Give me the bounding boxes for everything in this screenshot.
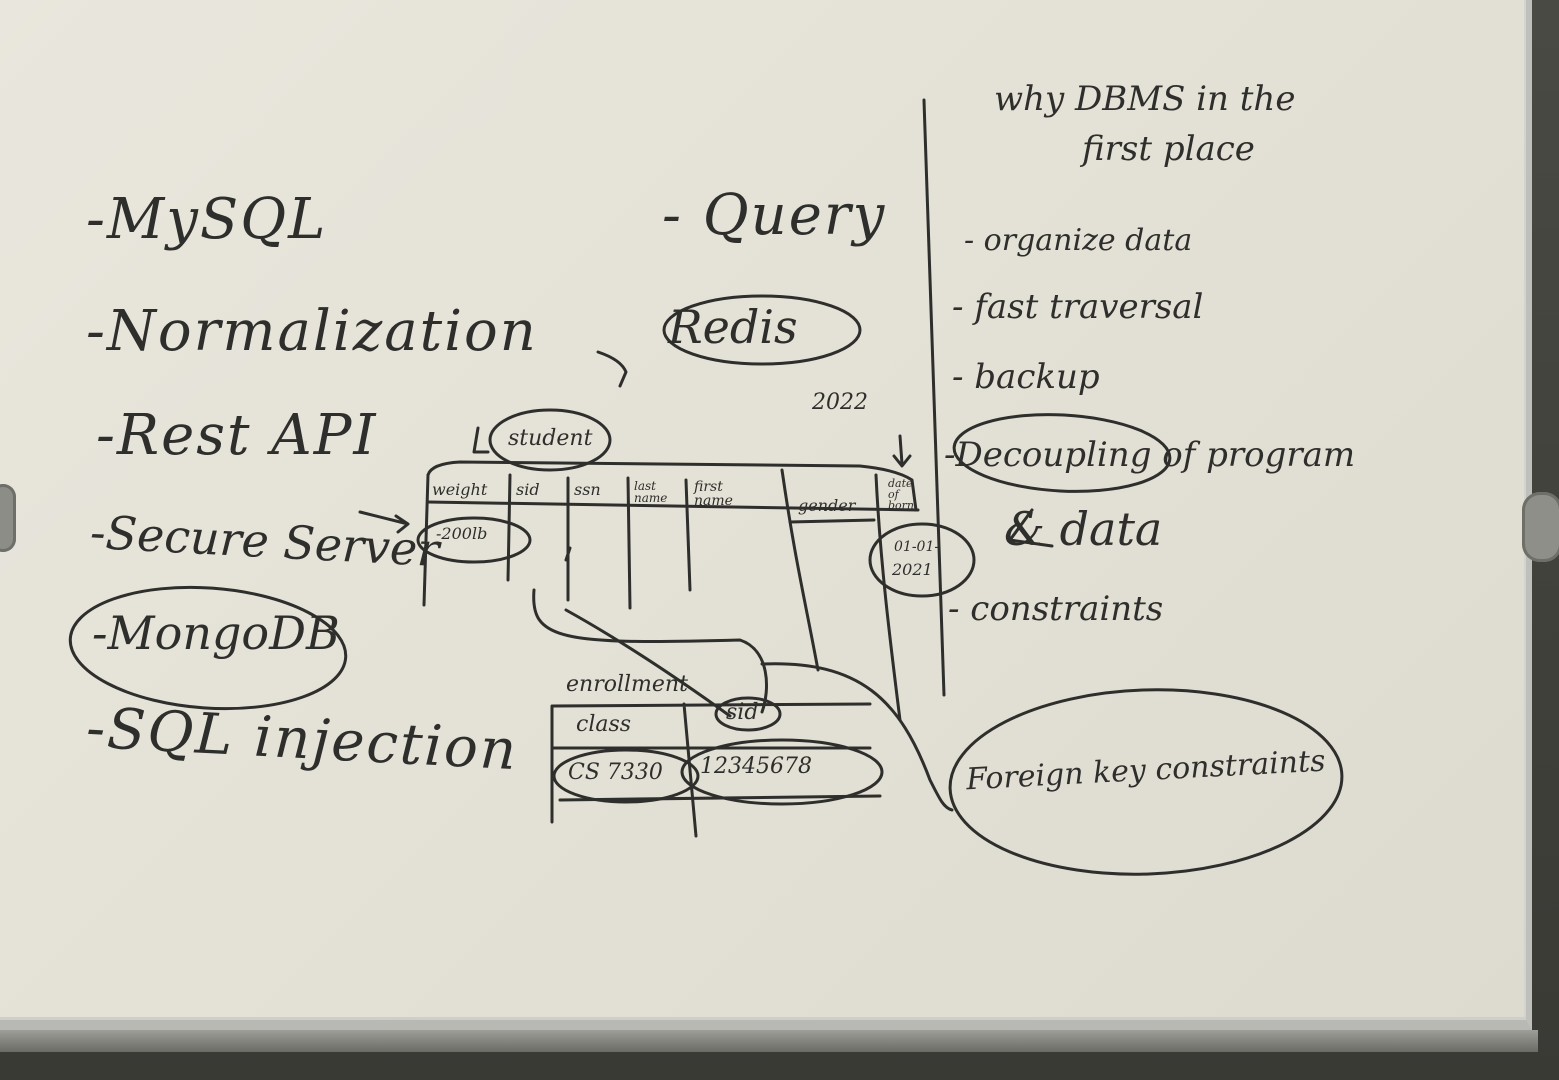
dob-value-circle [868,522,976,598]
enroll-value-class: CS 7330 [568,760,663,785]
topic-mongodb: -MongoDB [92,606,340,660]
arrow-data [1008,508,1054,548]
student-table-title: student [508,426,593,451]
topic-mysql: -MySQL [86,187,328,252]
redis-circle [662,294,862,366]
board-clip-left [0,484,16,552]
reason-data: & data [1004,502,1163,556]
reason-backup: - backup [952,357,1100,397]
col-sid: sid [516,480,540,499]
col-first-name: first name [694,479,733,509]
weight-value: -200lb [436,524,488,543]
topic-normalization: -Normalization [86,299,538,364]
arrow-normalization [596,350,628,388]
col-ssn: ssn [574,480,601,499]
heading-line2: first place [1082,129,1255,169]
whiteboard [0,0,1532,1030]
arrow-dob [892,434,912,468]
enrollment-table-outline [550,702,872,838]
sid-value-circle [680,738,884,806]
topic-rest-api: -Rest API [96,403,378,468]
arrow-student [472,426,490,454]
enroll-col-sid: sid [726,700,759,725]
reason-fast-traversal: - fast traversal [952,287,1204,327]
heading-line1: why DBMS in the [994,79,1296,119]
year-label: 2022 [812,390,868,415]
cs7330-circle [552,748,700,804]
student-label-circle [488,408,612,472]
enroll-value-sid: 12345678 [700,754,812,779]
arrow-sid-link [532,588,768,714]
col-weight: weight [432,480,488,499]
col-last-name: last name [634,479,668,505]
foreign-key-circle [948,688,1344,876]
col-date-of-born: date of born [888,477,915,512]
decoupling-circle [952,413,1172,493]
arrow-secure-server [358,510,410,534]
enrollment-table-title: enrollment [566,672,688,697]
reason-constraints: - constraints [948,589,1164,629]
reason-organize-data: - organize data [964,223,1193,258]
redis-label: Redis [668,300,798,354]
enroll-col-class: class [576,712,632,737]
foreign-key-link [760,662,954,812]
reason-decoupling: -Decoupling of program [944,435,1356,475]
col-gender: gender [798,496,856,515]
dob-value-line1: 01-01- [894,539,940,555]
student-table-outline [426,460,918,512]
column-divider [922,98,946,697]
sid-header-circle [714,696,782,732]
dob-value-line2: 2021 [892,560,933,579]
weight-value-circle [416,516,532,564]
mongodb-circle [68,585,348,711]
marker-tray [0,1030,1538,1052]
query-label: - Query [662,183,887,248]
board-clip-right [1522,492,1559,562]
